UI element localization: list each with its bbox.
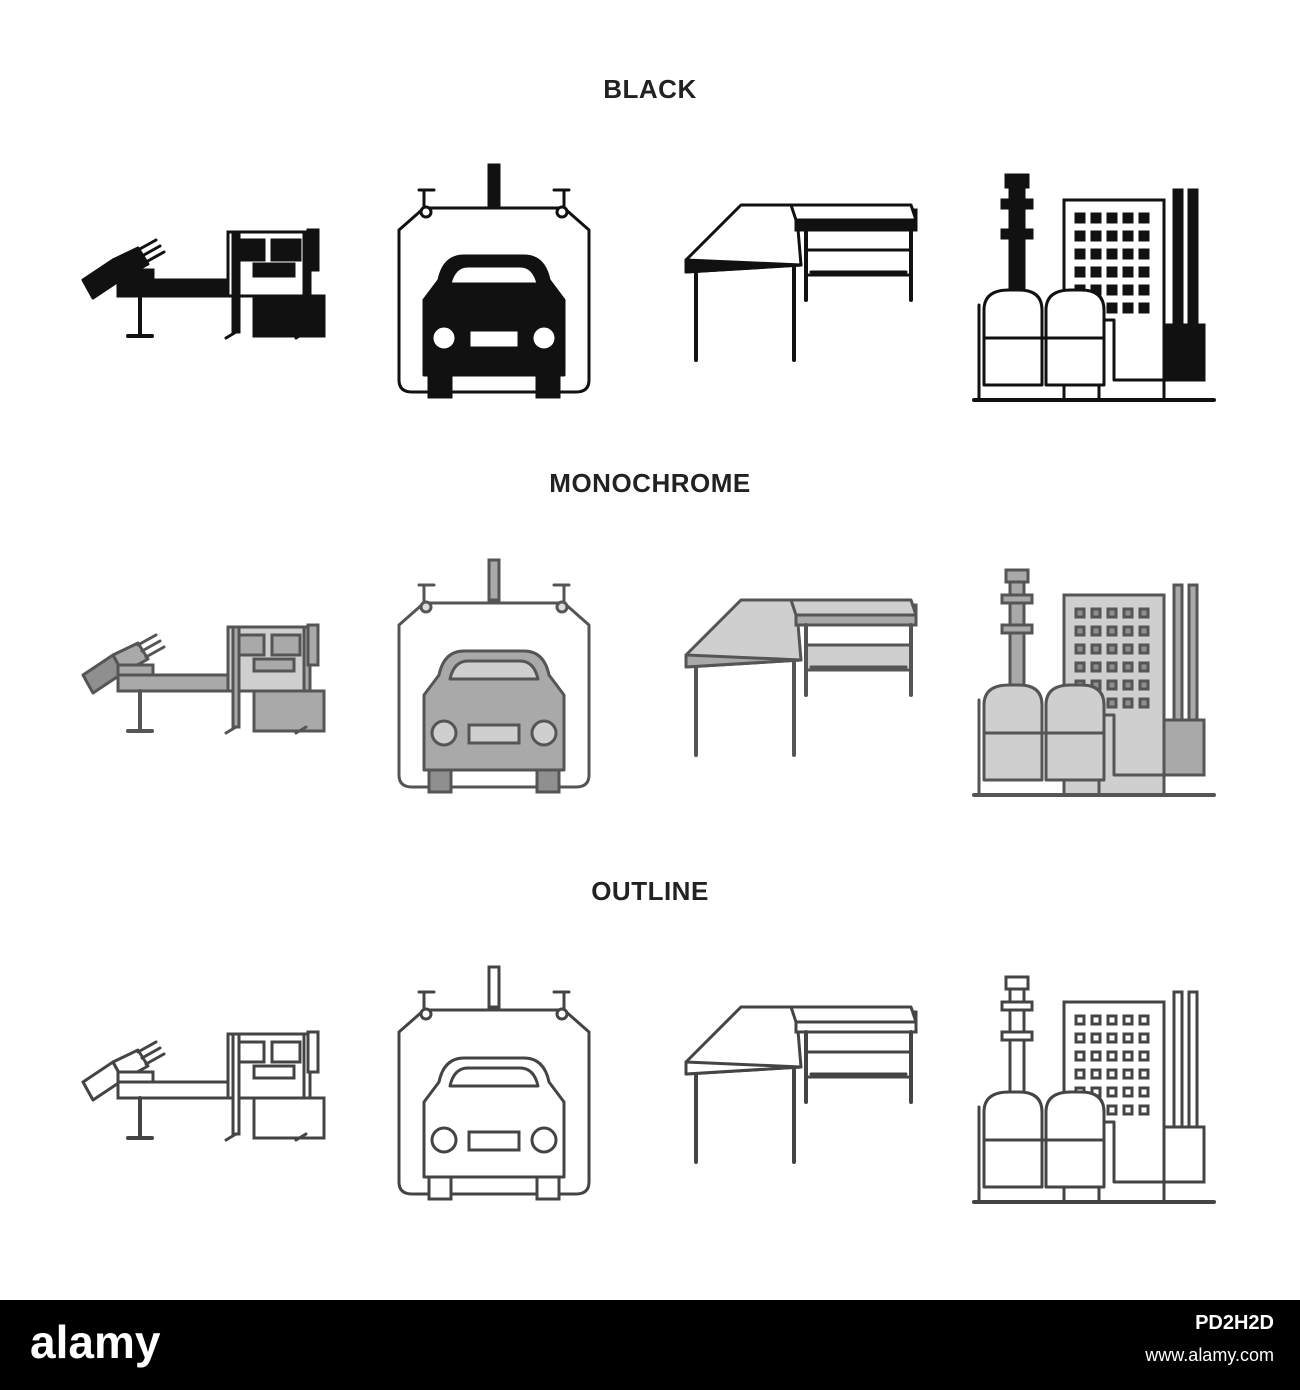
factory-plant-icon	[964, 555, 1224, 815]
row-title-black: BLACK	[603, 74, 697, 104]
workbench-table-icon-graphic	[684, 1005, 918, 1164]
car-lift-icon-graphic	[397, 163, 591, 399]
car-lift-icon	[364, 555, 624, 815]
factory-plant-icon-graphic	[972, 173, 1216, 402]
image-id: PD2H2D	[1195, 1312, 1274, 1334]
site-url[interactable]: www.alamy.com	[1145, 1345, 1274, 1365]
conveyor-machine-icon-graphic	[81, 228, 326, 340]
workbench-table-icon	[666, 555, 926, 815]
conveyor-machine-icon	[68, 160, 328, 420]
workbench-table-icon-graphic	[684, 203, 918, 362]
icon-sheet: BLACK MONOCHROME OUTLINE	[68, 74, 1224, 1222]
stock-footer-bar: alamy PD2H2D www.alamy.com	[0, 1300, 1300, 1390]
alamy-logo[interactable]: alamy	[30, 1314, 170, 1374]
factory-plant-icon	[964, 160, 1224, 420]
factory-plant-icon-graphic	[972, 568, 1216, 797]
conveyor-machine-icon	[68, 555, 328, 815]
alamy-logo-mark: alamy	[30, 1316, 161, 1368]
workbench-table-icon	[666, 962, 926, 1222]
car-lift-icon-graphic	[397, 558, 591, 794]
workbench-table-icon	[666, 160, 926, 420]
row-title-outline: OUTLINE	[591, 876, 709, 906]
car-lift-icon-graphic	[397, 965, 591, 1201]
car-lift-icon	[364, 962, 624, 1222]
car-lift-icon	[364, 160, 624, 420]
alamy-logo-text: alamy	[30, 1316, 161, 1368]
workbench-table-icon-graphic	[684, 598, 918, 757]
row-title-monochrome: MONOCHROME	[549, 468, 751, 498]
conveyor-machine-icon	[68, 962, 328, 1222]
factory-plant-icon-graphic	[972, 975, 1216, 1204]
conveyor-machine-icon-graphic	[81, 623, 326, 735]
factory-plant-icon	[964, 962, 1224, 1222]
conveyor-machine-icon-graphic	[81, 1030, 326, 1142]
